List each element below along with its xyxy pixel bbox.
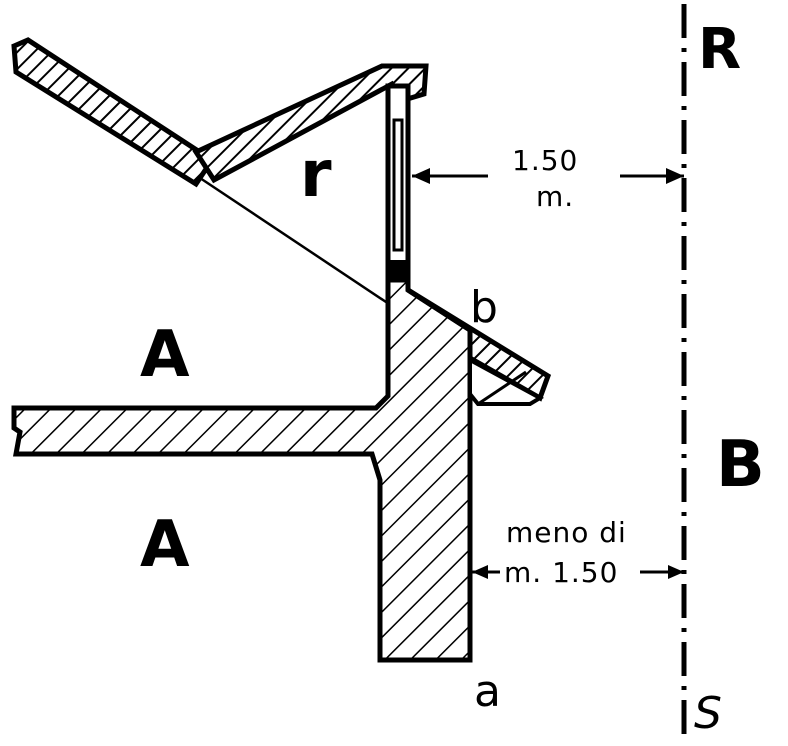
label-A-lower: A [140,508,190,582]
label-b: b [470,282,498,333]
dim-bottom-value: m. 1.50 [504,556,618,589]
label-B: B [716,428,765,502]
roof-slope-slab [11,37,216,188]
dim-bottom-arrow-left [472,565,488,579]
cornice-bracket [468,356,545,406]
roof-projection-line [199,176,393,308]
dim-top-arrow-left [412,168,430,184]
bracket-line [477,370,527,406]
label-R: R [698,17,741,82]
label-A-upper: A [140,318,190,392]
dim-top-arrow-right [666,168,684,184]
dim-top-unit: m. [536,180,574,213]
label-S: S [694,688,722,739]
dormer-sill [388,260,408,280]
dim-top-value: 1.50 [512,144,578,177]
floor-and-wall-section [11,277,473,663]
label-r: r [300,138,332,212]
dim-bottom-arrow-right [668,565,684,579]
dormer-roof-slab [192,63,429,184]
dormer-window-glass [392,118,404,252]
label-a: a [474,666,501,717]
dim-bottom-caption: meno di [506,516,627,549]
